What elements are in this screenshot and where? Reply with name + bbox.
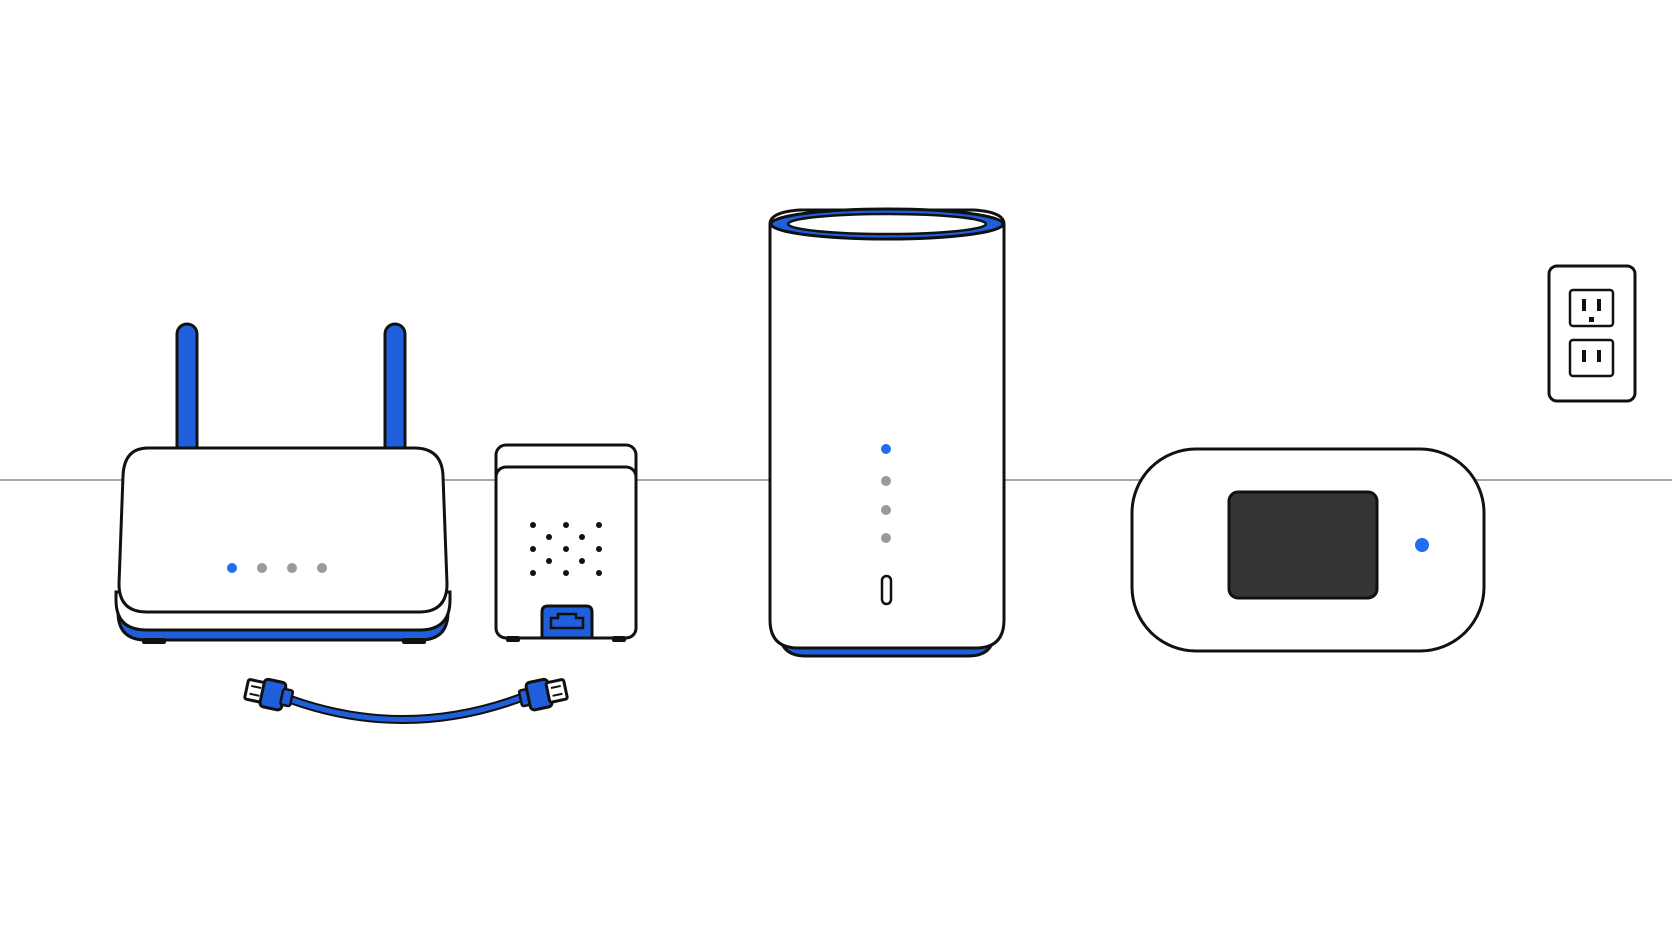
router-antenna-right — [383, 322, 407, 460]
router-led-2 — [257, 563, 267, 573]
tower-led-3 — [881, 505, 891, 515]
power-outlet-icon — [1547, 264, 1637, 403]
tower-body — [768, 208, 1006, 650]
mobile-hotspot-icon — [1130, 447, 1486, 653]
tower-top-opening — [786, 212, 988, 236]
tower-led-4 — [881, 533, 891, 543]
router-body — [117, 446, 449, 614]
tower-led-1 — [881, 444, 891, 454]
outlet-socket-bottom — [1568, 338, 1615, 378]
ont-foot-left — [506, 636, 520, 642]
wifi-router-icon — [114, 322, 452, 644]
ont-foot-right — [612, 636, 626, 642]
cable-connector-left — [243, 677, 295, 712]
home-5g-router-icon — [768, 207, 1006, 658]
ont-vent-grille — [530, 522, 602, 576]
outlet-socket-top — [1568, 288, 1615, 328]
tower-power-button — [880, 574, 893, 606]
ethernet-port-icon — [540, 604, 594, 640]
hotspot-led — [1415, 538, 1429, 552]
router-foot-left — [142, 638, 166, 644]
cable-connector-right — [517, 677, 569, 712]
router-status-leds — [227, 563, 327, 573]
outlet-plate — [1547, 264, 1637, 403]
router-foot-right — [402, 638, 426, 644]
router-led-3 — [287, 563, 297, 573]
router-led-4 — [317, 563, 327, 573]
hotspot-screen — [1227, 490, 1379, 600]
tower-status-leds — [881, 444, 891, 543]
router-antenna-left — [175, 322, 199, 460]
router-led-1 — [227, 563, 237, 573]
network-terminal-icon — [494, 443, 638, 642]
ethernet-cable-icon — [243, 677, 569, 724]
tower-led-2 — [881, 476, 891, 486]
